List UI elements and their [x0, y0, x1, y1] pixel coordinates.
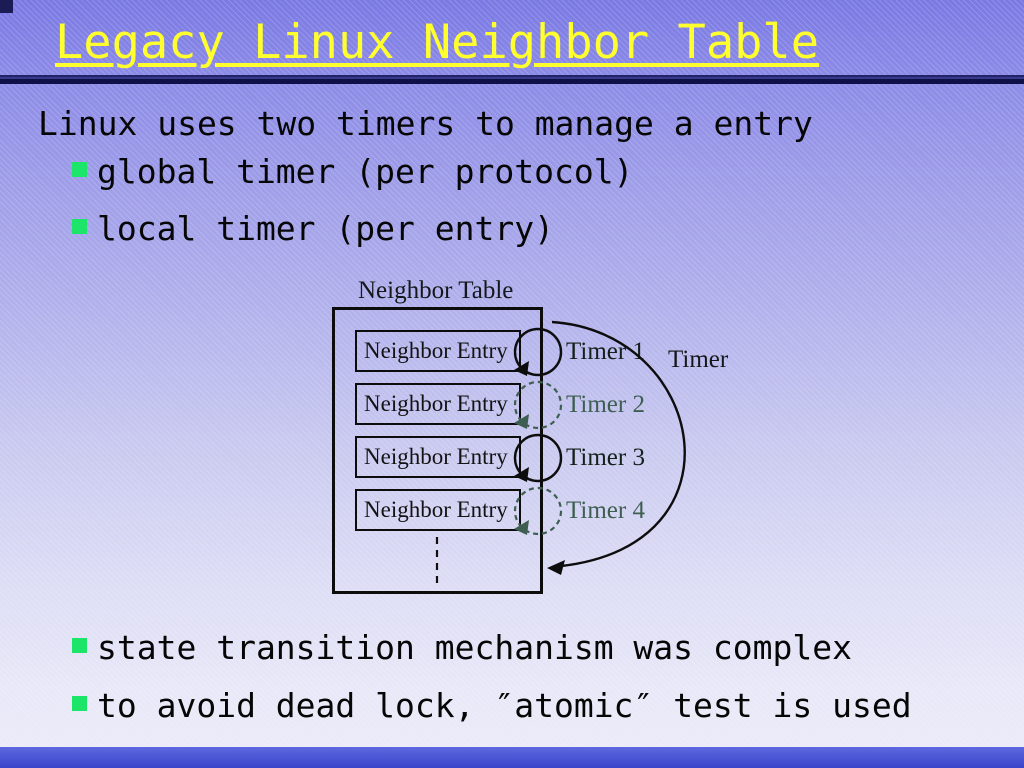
bullet-text: global timer (per protocol) — [97, 152, 634, 191]
timer-1-label: Timer 1 — [566, 338, 645, 365]
bullet-item: state transition mechanism was complex — [72, 628, 852, 667]
corner-square — [0, 0, 13, 13]
neighbor-entry-label: Neighbor Entry — [364, 497, 508, 522]
neighbor-table-label: Neighbor Table — [358, 277, 514, 304]
neighbor-entry-box: Neighbor Entry — [355, 436, 521, 478]
timer-2-label: Timer 2 — [566, 391, 645, 418]
bullet-marker — [72, 162, 87, 177]
neighbor-entry-box: Neighbor Entry — [355, 383, 521, 425]
neighbor-entry-label: Neighbor Entry — [364, 444, 508, 469]
bullet-item: local timer (per entry) — [72, 209, 554, 248]
timer-3-label: Timer 3 — [566, 444, 645, 471]
bullet-item: to avoid dead lock, ″atomic″ test is use… — [72, 686, 912, 725]
bullet-item: global timer (per protocol) — [72, 152, 633, 191]
timer-group-label: Timer — [668, 346, 729, 373]
neighbor-entry-box: Neighbor Entry — [355, 330, 521, 372]
neighbor-entry-label: Neighbor Entry — [364, 338, 508, 363]
bullet-marker — [72, 696, 87, 711]
intro-text: Linux uses two timers to manage a entry — [38, 104, 813, 143]
timer-4-label: Timer 4 — [566, 497, 645, 524]
bullet-text: local timer (per entry) — [97, 209, 554, 248]
bullet-marker — [72, 219, 87, 234]
bullet-marker — [72, 638, 87, 653]
footer-bar — [0, 747, 1024, 768]
bullet-text: to avoid dead lock, ″atomic″ test is use… — [97, 686, 912, 725]
title-rule — [0, 75, 1024, 84]
bullet-text: state transition mechanism was complex — [97, 628, 852, 667]
neighbor-entry-label: Neighbor Entry — [364, 391, 508, 416]
neighbor-entry-box: Neighbor Entry — [355, 489, 521, 531]
slide-title: Legacy Linux Neighbor Table — [55, 15, 820, 70]
